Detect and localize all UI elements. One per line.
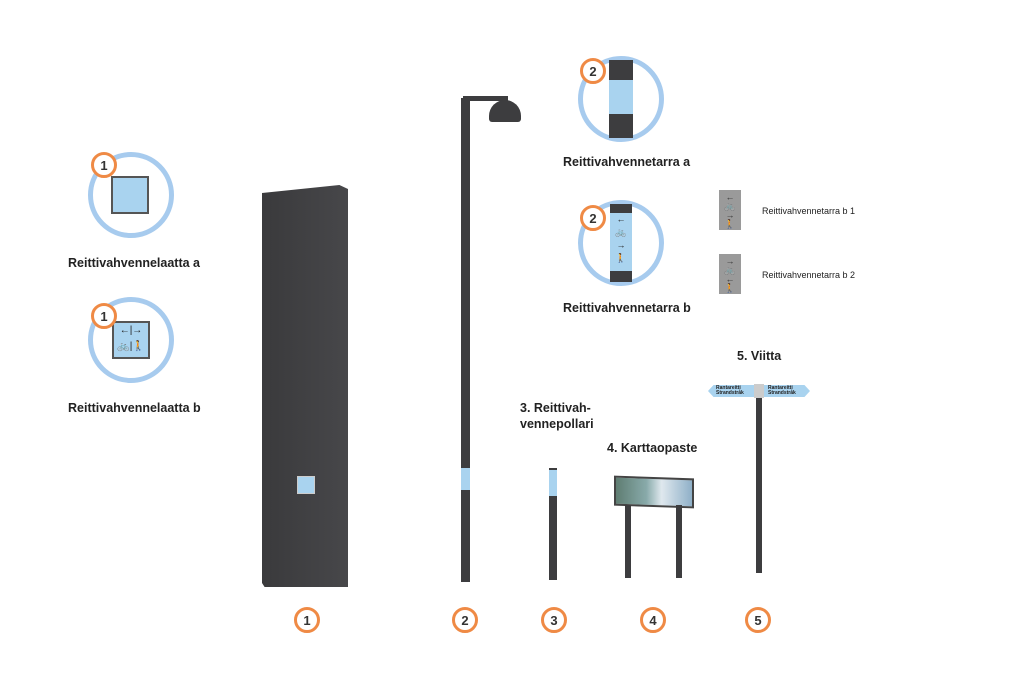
lamp-arm [463,96,508,101]
signpost-pole [756,385,762,573]
tarra-b2-sticker: →🚲←🚶 [719,254,741,294]
sign-right-text-1: Rantareitti [768,385,793,391]
karttaopaste-label: 4. Karttaopaste [607,441,698,455]
badge-2: 2 [580,58,606,84]
map-leg-left [625,505,631,578]
bollard [549,468,557,580]
laatta-b-tile: ←|→🚲|🚶 [112,321,150,359]
tarra-b1-sticker: ←🚲→🚶 [719,190,741,230]
sign-left-text-2: Strandstråk [716,390,744,396]
lamp-pole [461,98,470,582]
badge-1: 1 [91,303,117,329]
sign-left-text-1: Rantareitti [716,385,741,391]
bottom-badge-1: 1 [294,607,320,633]
bottom-badge-3: 3 [541,607,567,633]
slab-monolith [262,185,348,587]
bottom-badge-5: 5 [745,607,771,633]
tarra-b-label: Reittivahvennetarra b [563,301,691,315]
map-leg-right [676,505,682,578]
bollard-sticker [549,470,557,496]
pollari-label-2: vennepollari [520,417,594,431]
laatta-b-label: Reittivahvennelaatta b [68,401,201,415]
slab-tile [297,476,315,494]
bottom-badge-4: 4 [640,607,666,633]
map-board [614,475,694,509]
tarra-b-sticker: ←🚲→🚶 [610,213,632,271]
lamp-sticker [461,468,470,490]
pollari-label-1: 3. Reittivah- [520,401,591,415]
viitta-label: 5. Viitta [737,349,782,363]
tarra-b2-label: Reittivahvennetarra b 2 [762,270,856,280]
lamp-head [489,100,521,122]
bottom-badge-2: 2 [452,607,478,633]
laatta-a-label: Reittivahvennelaatta a [68,256,200,270]
sign-right-text-2: Strandstråk [768,390,796,396]
badge-2: 2 [580,205,606,231]
tarra-a-sticker [609,80,633,114]
signpost-collar [754,384,764,398]
tarra-a-label: Reittivahvennetarra a [563,155,691,169]
laatta-a-tile [111,176,149,214]
badge-1: 1 [91,152,117,178]
tarra-b1-label: Reittivahvennetarra b 1 [762,206,856,216]
